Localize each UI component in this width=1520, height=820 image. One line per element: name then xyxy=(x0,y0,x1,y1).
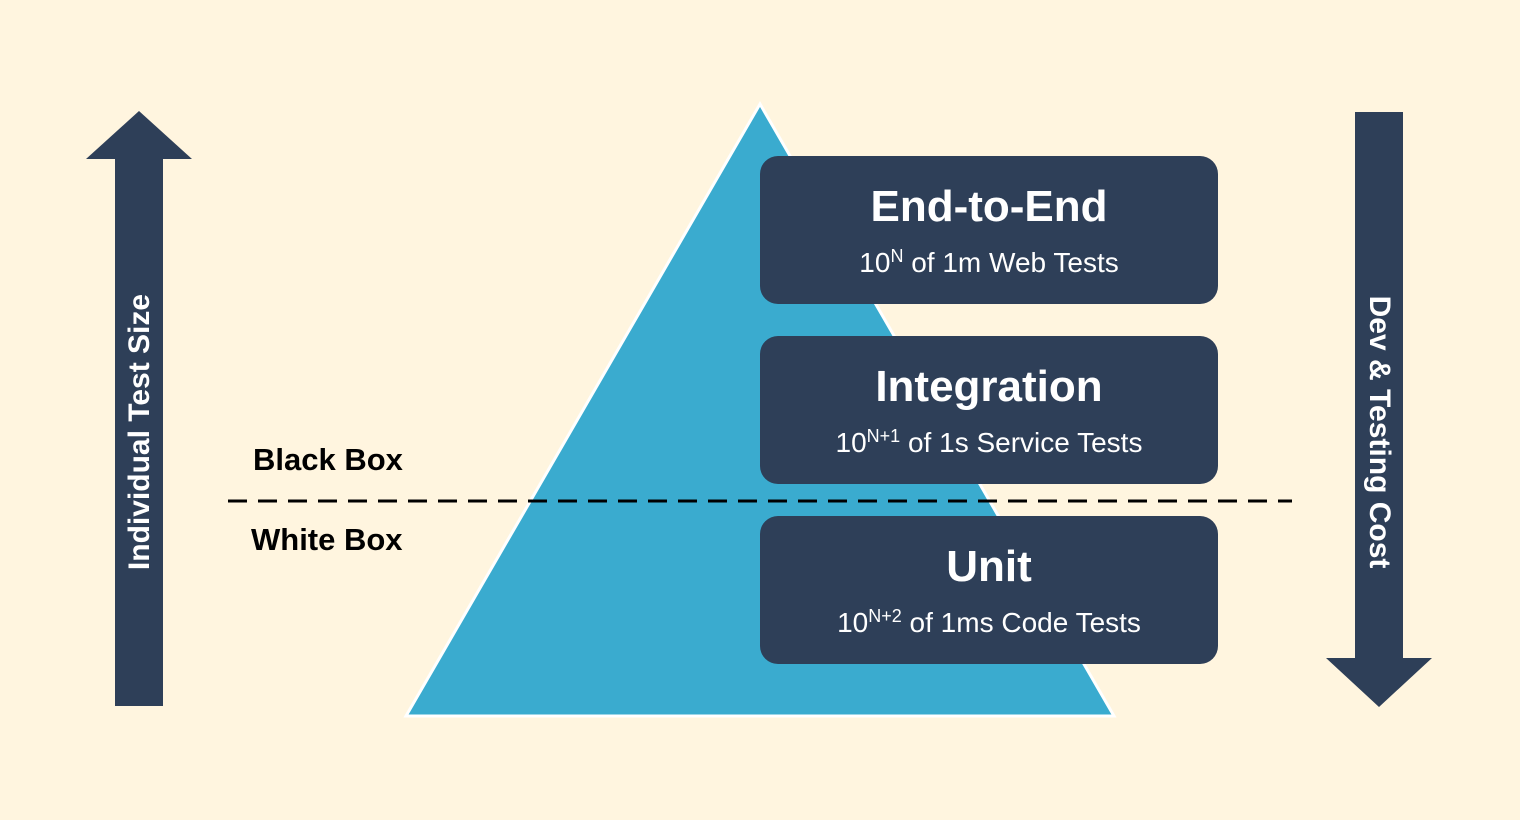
tier-count-base: 10 xyxy=(837,607,869,638)
arrow-up-icon xyxy=(86,111,192,706)
tier-count-base: 10 xyxy=(835,427,867,458)
tier-title: Integration xyxy=(875,362,1103,411)
tier-description: of 1s Service Tests xyxy=(907,427,1143,458)
tier-count-exponent: N xyxy=(890,246,904,266)
tier-count-exponent: N+2 xyxy=(868,606,902,626)
tier-end-to-end: End-to-End 10N of 1m Web Tests xyxy=(760,156,1218,304)
dev-testing-cost-label: Dev & Testing Cost xyxy=(1363,295,1396,569)
tier-subtitle: 10N+1 of 1s Service Tests xyxy=(760,426,1218,460)
tier-title: End-to-End xyxy=(870,182,1108,231)
tier-subtitle: 10N of 1m Web Tests xyxy=(760,246,1218,280)
tier-count-base: 10 xyxy=(859,247,891,278)
tier-count-exponent: N+1 xyxy=(866,426,901,446)
black-box-label: Black Box xyxy=(253,442,403,477)
individual-test-size-label: Individual Test Size xyxy=(123,293,156,571)
tier-integration: Integration 10N+1 of 1s Service Tests xyxy=(760,336,1218,484)
tier-description: of 1m Web Tests xyxy=(911,247,1119,278)
tier-subtitle: 10N+2 of 1ms Code Tests xyxy=(760,606,1218,640)
arrow-down-icon xyxy=(1326,112,1432,707)
tier-description: of 1ms Code Tests xyxy=(909,607,1141,638)
tier-title: Unit xyxy=(946,542,1032,591)
tier-unit: Unit 10N+2 of 1ms Code Tests xyxy=(760,516,1218,664)
white-box-label: White Box xyxy=(251,522,403,557)
